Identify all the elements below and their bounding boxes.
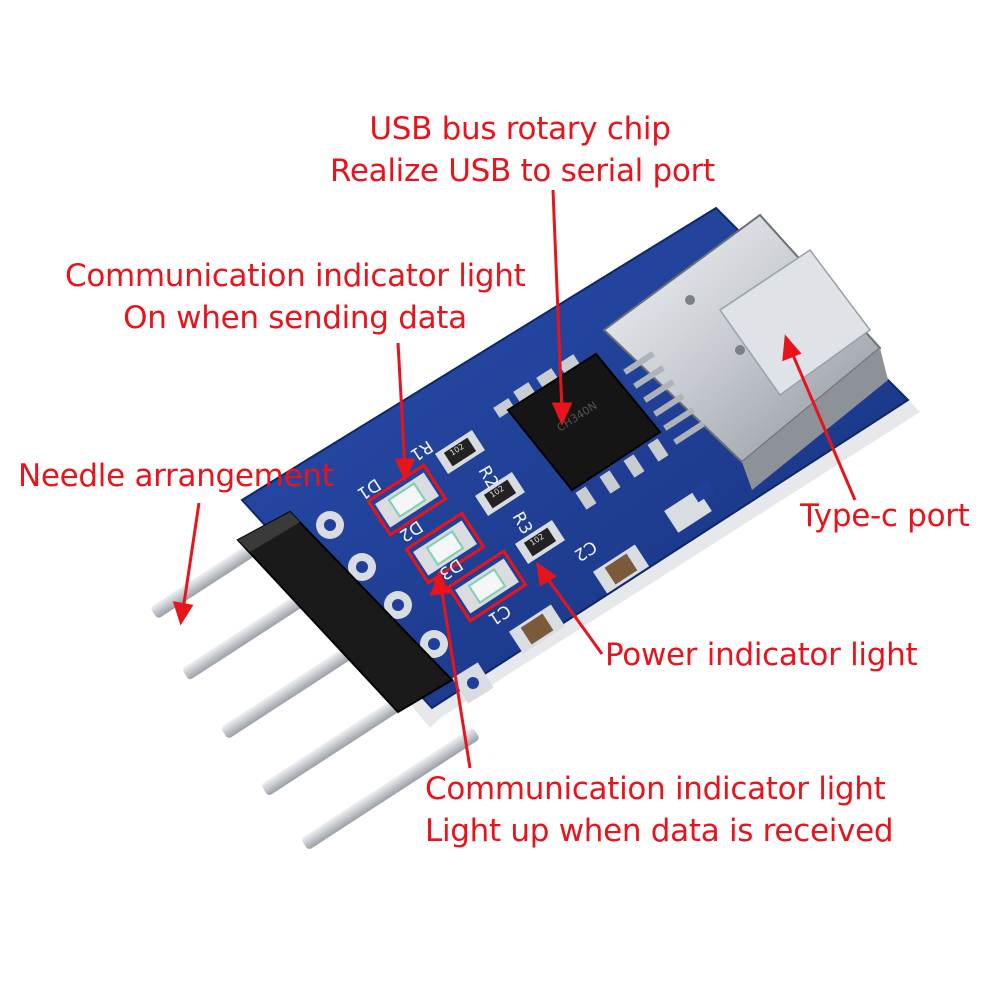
- needle-label-text: Needle arrangement: [18, 458, 334, 494]
- typec-label: Type-c port: [800, 495, 985, 537]
- typec-label-text: Type-c port: [800, 498, 970, 534]
- send-led-label: Communication indicator light On when se…: [65, 255, 526, 339]
- typec-arrowhead: [782, 334, 802, 362]
- recv-led-leader: [439, 585, 472, 769]
- resistors: 102 102 102: [435, 429, 565, 565]
- chip-leader: [551, 189, 564, 413]
- leader-lines: [172, 189, 857, 769]
- power-led-arrowhead: [535, 561, 557, 587]
- needle-arrowhead: [172, 601, 194, 626]
- needle-label: Needle arrangement: [18, 455, 338, 497]
- send-led-leader: [396, 342, 407, 469]
- capacitors: [508, 544, 650, 654]
- pin-holes: [316, 511, 494, 704]
- leds: [375, 472, 519, 614]
- send-led-label-line1: Communication indicator light: [65, 258, 526, 294]
- power-led-label-text: Power indicator light: [605, 637, 918, 673]
- recv-led-label-line2: Light up when data is received: [425, 813, 894, 849]
- recv-led-label: Communication indicator light Light up w…: [425, 768, 894, 852]
- chip-label-line2: Realize USB to serial port: [330, 153, 715, 189]
- power-led-label: Power indicator light: [605, 634, 918, 676]
- recv-led-arrowhead: [429, 570, 451, 596]
- send-led-label-line2: On when sending data: [123, 300, 467, 336]
- pin-header-housing: [236, 510, 454, 714]
- typec-leader: [788, 347, 857, 501]
- send-led-arrowhead: [394, 458, 416, 482]
- chip-arrowhead: [551, 402, 573, 426]
- recv-led-label-line1: Communication indicator light: [425, 771, 886, 807]
- led-highlight-boxes: [366, 463, 528, 623]
- chip-label: USB bus rotary chip Realize USB to seria…: [330, 108, 715, 192]
- chip-label-line1: USB bus rotary chip: [369, 111, 671, 147]
- power-led-leader: [543, 574, 604, 655]
- needle-leader: [181, 502, 201, 611]
